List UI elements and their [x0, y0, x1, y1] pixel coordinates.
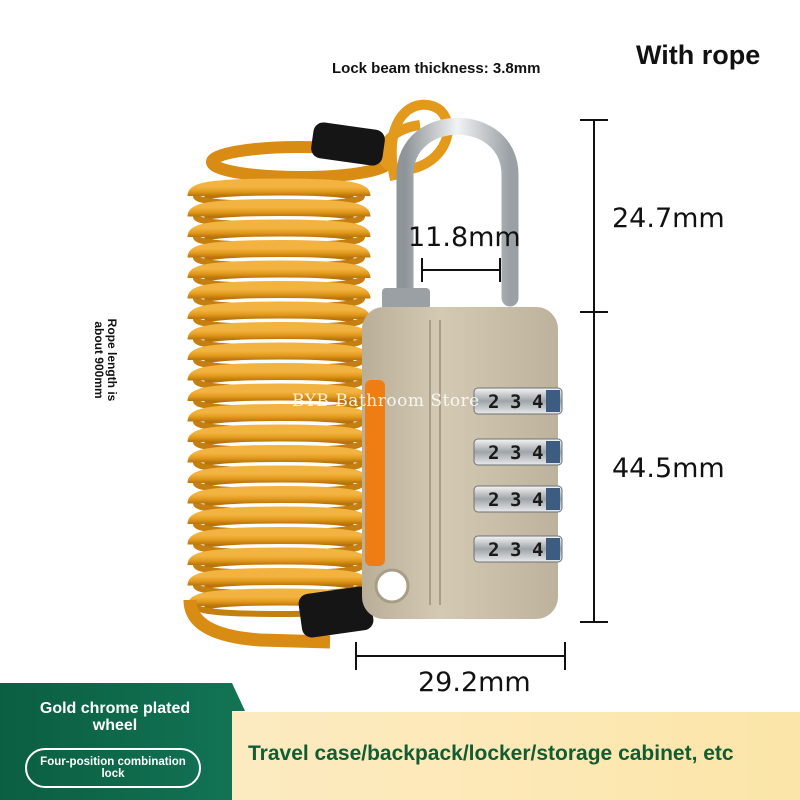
wheel-digit: 4 [532, 539, 543, 561]
rope-coil [187, 342, 371, 366]
wheel-digit: 2 [488, 539, 499, 561]
ferrule-top [311, 122, 385, 166]
lanyard-hole [374, 568, 410, 604]
feature-title: Gold chrome plated wheel [39, 700, 191, 734]
wheel-digit: 4 [532, 489, 543, 511]
rope-coil [187, 239, 371, 264]
rope-coil [187, 403, 371, 428]
rope-coil [187, 424, 371, 448]
ferrule-bottom [298, 586, 374, 638]
rope-coil [187, 526, 371, 551]
beam-thickness-note: Lock beam thickness: 3.8mm [332, 60, 541, 77]
orange-side-stripe [365, 380, 385, 566]
wheel-digit: 3 [510, 442, 521, 464]
feature-badge-label: Four-position combination lock [40, 756, 186, 780]
shackle-collar [382, 288, 430, 310]
wheel-digit: 4 [532, 442, 543, 464]
shackle-width-label: 11.8mm [408, 222, 521, 253]
rope-coil [187, 178, 371, 202]
wheel-digit: 3 [510, 391, 521, 413]
rope-coil [187, 506, 371, 530]
store-watermark: BYB Bathroom Store [292, 391, 480, 411]
rope-coil [187, 321, 371, 346]
body-width-label: 29.2mm [418, 667, 531, 698]
wheel-digit: 2 [488, 391, 499, 413]
body-height-label: 44.5mm [612, 453, 725, 484]
lock-shackle [396, 117, 519, 307]
rope-coil [187, 260, 371, 284]
page-title: With rope [636, 40, 761, 70]
wheel-digit: 4 [532, 391, 543, 413]
shackle-height-label: 24.7mm [612, 203, 725, 234]
wheel-digit: 2 [488, 442, 499, 464]
dimension-lines [355, 119, 608, 670]
rope-coil [187, 280, 371, 305]
rope-length-note: Rope length is about 900mm [92, 318, 119, 402]
rope-coil [187, 485, 371, 510]
rope-coil [187, 444, 371, 469]
rope-coil [187, 362, 371, 387]
rope-coil [187, 567, 371, 592]
wheel-digit: 2 [488, 489, 499, 511]
rope-coil [187, 301, 371, 325]
rope-coil [187, 383, 371, 407]
rope-coil [187, 547, 371, 571]
rope-coil [187, 198, 371, 223]
wheel-digit: 3 [510, 489, 521, 511]
rope-coil [187, 219, 371, 243]
usage-text: Travel case/backpack/locker/storage cabi… [248, 742, 734, 765]
wheel-digit: 3 [510, 539, 521, 561]
rope-coil [187, 465, 371, 489]
feature-badge [25, 748, 201, 788]
